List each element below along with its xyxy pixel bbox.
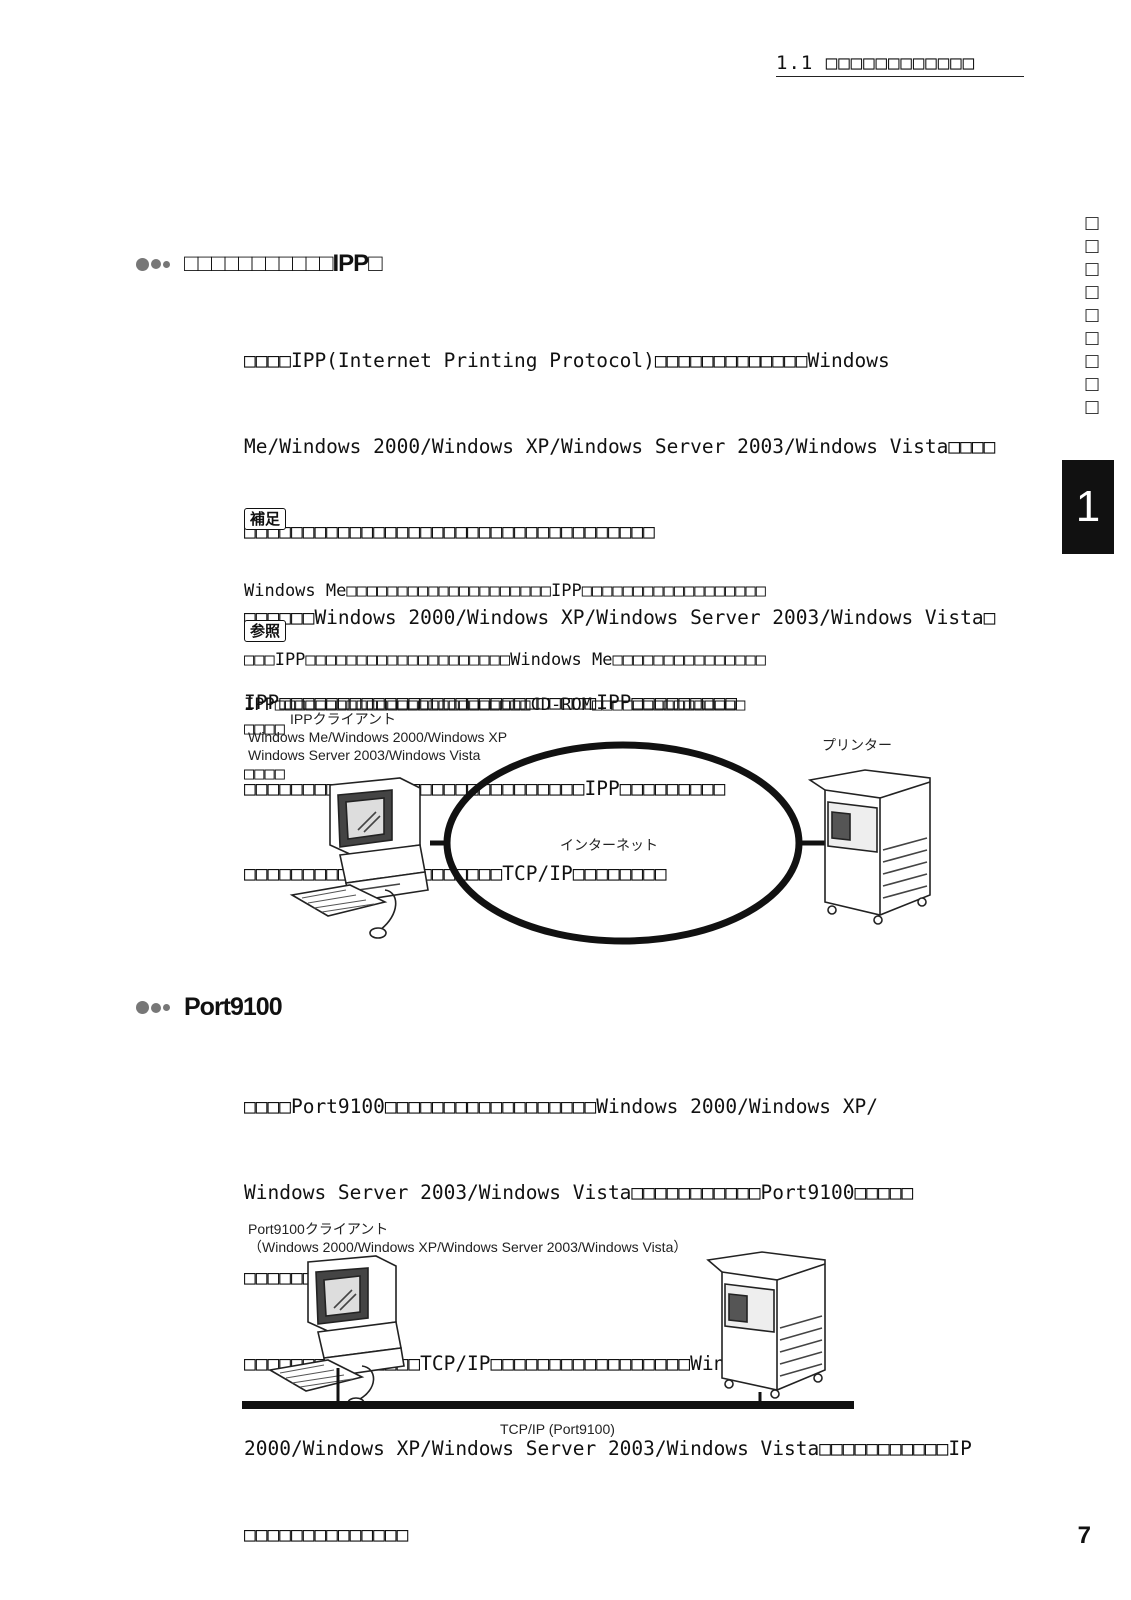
ipp-line: IPP□□□□□□□□□□□□□□□□□□□□□□□□□□□IPP□□□□□□□… [244, 691, 738, 714]
computer-icon [289, 777, 429, 939]
port9100-line: □□□□□□□□□□□□□□ [244, 1522, 409, 1546]
ipp-client-os-2: Windows Server 2003/Windows Vista [248, 747, 481, 763]
section-title-port9100: Port9100 [184, 993, 283, 1021]
section-heading-ipp: □□□□□□□□□□□IPP□ [136, 250, 383, 278]
computer-icon [267, 1255, 405, 1409]
page-number: 7 [1077, 1522, 1091, 1549]
ipp-line: Me/Windows 2000/Windows XP/Windows Serve… [244, 434, 996, 458]
ipp-network-diagram [289, 741, 931, 945]
reference-line: □□□□ [244, 764, 285, 784]
ipp-client-os-1: Windows Me/Windows 2000/Windows XP [248, 729, 508, 745]
reference-badge: 参照 [244, 620, 287, 642]
chapter-side-tab: □□□□□□□□□ [1062, 212, 1122, 419]
printer-icon [807, 769, 931, 925]
port9100-network-diagram [242, 1251, 854, 1409]
ipp-line: □□□□IPP(Internet Printing Protocol)□□□□□… [244, 349, 890, 372]
port9100-line: □□□□□□□ [244, 1266, 327, 1289]
ipp-line: □□□□□□Windows 2000/Windows XP/Windows Se… [244, 605, 996, 629]
section-title-ipp: □□□□□□□□□□□IPP□ [184, 250, 383, 277]
ipp-client-title: IPPクライアント [290, 711, 397, 727]
note-line: Windows Me□□□□□□□□□□□□□□□□□□□□IPP□□□□□□□… [244, 581, 766, 601]
chapter-header: 1.1 □□□□□□□□□□□□ [776, 52, 976, 74]
heading-bullets-icon [136, 257, 170, 271]
side-tab-text: □□□□□□□□□ [1083, 213, 1101, 417]
note-line: □□□□ [244, 719, 285, 739]
ipp-line: □□□□□□□□□□□□□□□□□□□□□□□□□□□□□□□□□□□ [244, 520, 655, 543]
reference-body: IPP□□□□□□□□□□□□□□□□□□□□□□□□□CD-ROM□□□□□□… [244, 648, 1024, 809]
port9100-client-os: （Windows 2000/Windows XP/Windows Server … [248, 1239, 688, 1255]
note-badge: 補足 [244, 508, 287, 530]
port9100-line: □□□□Port9100□□□□□□□□□□□□□□□□□□Windows 20… [244, 1095, 878, 1118]
section-heading-port9100: Port9100 [136, 993, 283, 1022]
reference-label: 参照 [244, 620, 287, 642]
port9100-client-title: Port9100クライアント [248, 1221, 389, 1237]
header-rule [776, 76, 1024, 77]
port9100-line: Windows Server 2003/Windows Vista□□□□□□□… [244, 1180, 914, 1204]
port9100-line: 2000/Windows XP/Windows Server 2003/Wind… [244, 1437, 972, 1460]
ipp-printer-label: プリンター [822, 737, 892, 753]
chapter-number-badge: 1 [1062, 460, 1114, 554]
internet-label: インターネット [560, 837, 658, 853]
note-label: 補足 [244, 508, 287, 530]
note-body: Windows Me□□□□□□□□□□□□□□□□□□□□IPP□□□□□□□… [244, 534, 1024, 764]
tcpip-label: TCP/IP (Port9100) [500, 1421, 615, 1437]
reference-line: IPP□□□□□□□□□□□□□□□□□□□□□□□□□CD-ROM□□□□□□… [244, 695, 746, 715]
printer-icon [706, 1251, 826, 1399]
heading-bullets-icon [136, 1001, 170, 1014]
note-line: □□□IPP□□□□□□□□□□□□□□□□□□□□Windows Me□□□□… [244, 650, 766, 670]
